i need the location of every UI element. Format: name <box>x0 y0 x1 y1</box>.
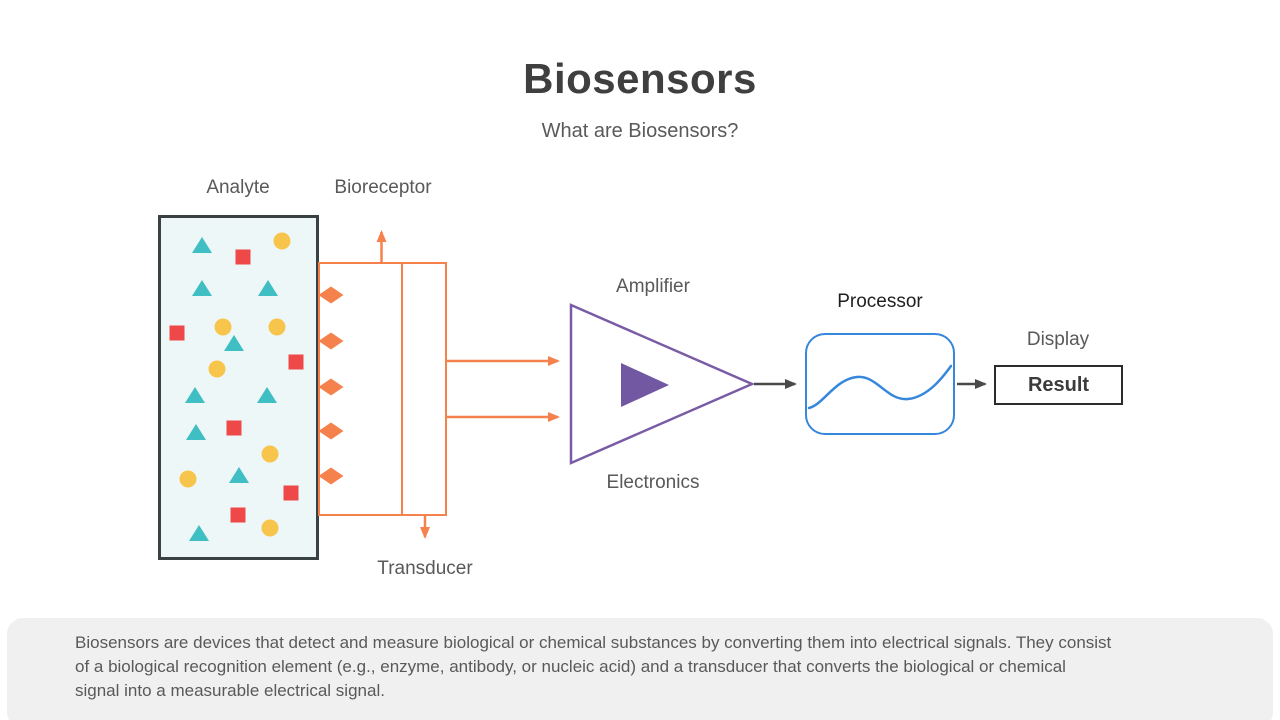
result-text: Result <box>1027 373 1090 396</box>
triangle-particle <box>192 280 212 296</box>
description-panel: Biosensors are devices that detect and m… <box>7 618 1273 720</box>
page-subtitle: What are Biosensors? <box>541 120 739 142</box>
analyte-label: Analyte <box>206 177 270 198</box>
analyte-box <box>158 215 319 560</box>
description-line-1: Biosensors are devices that detect and m… <box>75 633 1112 652</box>
triangle-particle <box>189 525 209 541</box>
description-line-3: signal into a measurable electrical sign… <box>75 681 385 700</box>
circle-particle <box>179 470 197 488</box>
bioreceptor-diamond-icon <box>318 378 344 396</box>
description-text: Biosensors are devices that detect and m… <box>75 631 1111 703</box>
bioreceptor-diamond-icon <box>318 286 344 304</box>
circle-particle <box>214 318 232 336</box>
electronics-label: Electronics <box>606 472 700 493</box>
page-title: Biosensors <box>523 55 757 102</box>
bioreceptor-divider <box>401 264 403 514</box>
triangle-particle <box>229 467 249 483</box>
square-particle <box>288 354 304 370</box>
circle-particle <box>261 445 279 463</box>
square-particle <box>226 420 242 436</box>
amplifier-triangle <box>569 303 756 465</box>
bioreceptor-box <box>318 262 447 516</box>
triangle-particle <box>192 237 212 253</box>
bioreceptor-diamond-icon <box>318 422 344 440</box>
amplifier-inner-triangle-icon <box>621 363 669 407</box>
triangle-particle <box>186 424 206 440</box>
square-particle <box>283 485 299 501</box>
bioreceptor-label: Bioreceptor <box>334 177 432 198</box>
signal-wave-path <box>807 364 953 410</box>
triangle-particle <box>224 335 244 351</box>
circle-particle <box>273 232 291 250</box>
transducer-label: Transducer <box>377 558 473 579</box>
signal-wave-icon <box>807 364 953 410</box>
display-result-box: Result <box>994 365 1123 405</box>
amplifier-label: Amplifier <box>616 276 690 297</box>
triangle-particle <box>257 387 277 403</box>
square-particle <box>230 507 246 523</box>
processor-label: Processor <box>837 291 923 312</box>
processor-box <box>805 333 955 435</box>
description-line-2: of a biological recognition element (e.g… <box>75 657 1066 676</box>
circle-particle <box>261 519 279 537</box>
square-particle <box>169 325 185 341</box>
circle-particle <box>208 360 226 378</box>
triangle-particle <box>258 280 278 296</box>
bioreceptor-diamond-icon <box>318 467 344 485</box>
triangle-particle <box>185 387 205 403</box>
square-particle <box>235 249 251 265</box>
display-label: Display <box>1026 329 1090 350</box>
circle-particle <box>268 318 286 336</box>
bioreceptor-diamond-icon <box>318 332 344 350</box>
